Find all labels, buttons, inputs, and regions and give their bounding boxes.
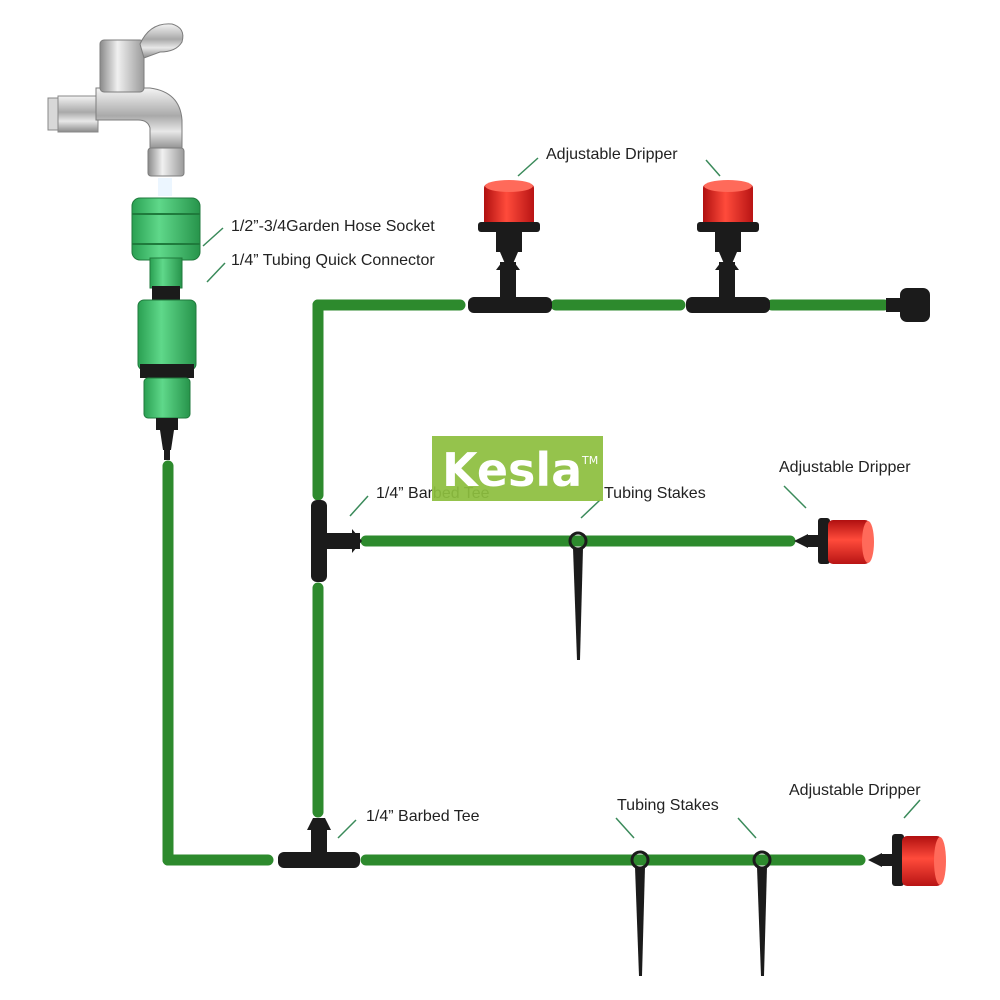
barbed-tee-icon xyxy=(686,262,770,313)
quick-connector-icon xyxy=(137,286,197,460)
barbed-tee-icon xyxy=(311,500,362,582)
tubing xyxy=(162,299,890,866)
quick-connector-label: 1/4” Tubing Quick Connector xyxy=(231,252,435,269)
dripper-icon xyxy=(697,180,759,266)
barbed-tee-icon xyxy=(278,818,360,868)
barbed-tee-icon xyxy=(468,262,552,313)
tubing-stake-icon xyxy=(630,850,650,976)
dripper-icon xyxy=(794,518,874,564)
brand-logo: Kesla TM xyxy=(432,436,603,501)
end-plug-icon xyxy=(886,288,930,322)
tubing-stake-icon xyxy=(752,850,772,976)
leader-lines xyxy=(202,157,921,839)
hose-socket-icon xyxy=(131,197,201,289)
brand-name: Kesla xyxy=(442,443,582,497)
faucet-icon xyxy=(47,23,185,196)
tubing-stake-icon xyxy=(568,531,588,660)
dripper-icon xyxy=(868,834,946,886)
brand-trademark: TM xyxy=(581,454,598,467)
dripper-label-bottom: Adjustable Dripper xyxy=(789,782,921,799)
dripper-label-middle: Adjustable Dripper xyxy=(779,459,911,476)
dripper-icon xyxy=(478,180,540,266)
tubing-stakes-label-bottom: Tubing Stakes xyxy=(617,797,719,814)
hose-socket-label: 1/2”-3/4Garden Hose Socket xyxy=(231,218,435,235)
barbed-tee-label-bottom: 1/4” Barbed Tee xyxy=(366,808,480,825)
dripper-label-top: Adjustable Dripper xyxy=(546,146,678,163)
tubing-stakes-label-middle: Tubing Stakes xyxy=(604,485,706,502)
